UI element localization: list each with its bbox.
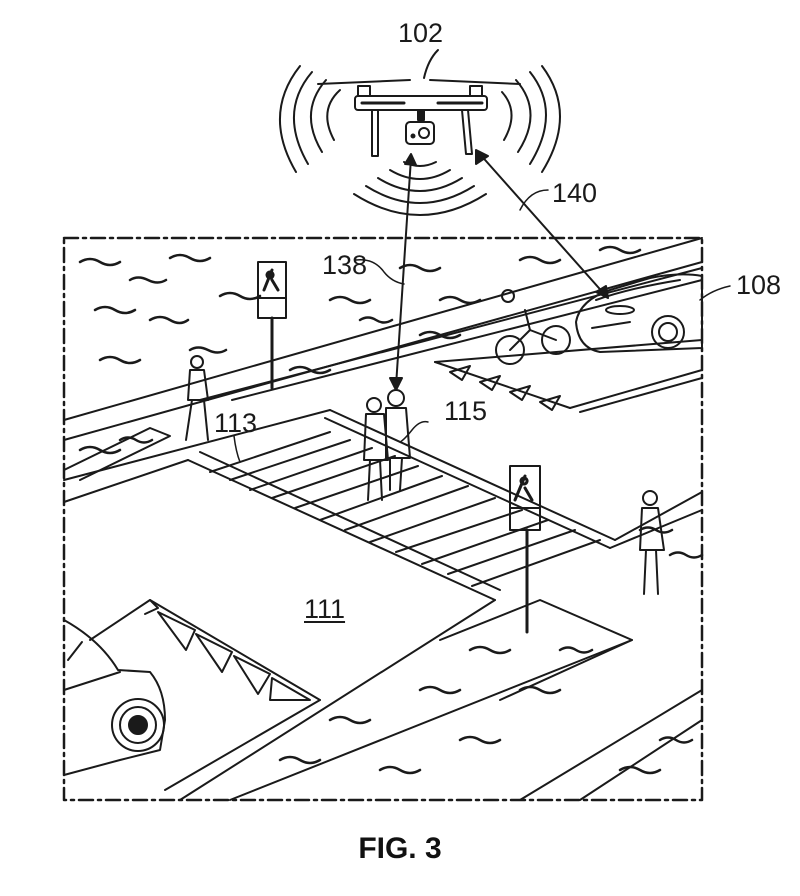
communication-link-138: [390, 154, 416, 390]
crosswalk-sign-right: [510, 466, 540, 632]
scene-boundary: [64, 238, 702, 800]
road-edges: [64, 340, 702, 800]
leader-lines: [234, 190, 730, 462]
vehicle-far: [576, 274, 702, 352]
pedestrian-right: [640, 491, 664, 594]
label-link-138: 138: [322, 250, 368, 280]
yield-markings-near: [90, 600, 320, 790]
grass-patches: [80, 247, 702, 773]
far-sidewalk: [64, 238, 702, 440]
vehicle-near: [64, 620, 165, 775]
crosswalk-stripes: [210, 432, 600, 586]
pedestrian-left: [186, 356, 208, 440]
cyclist: [496, 290, 570, 364]
label-pedestrians: 115: [444, 396, 488, 426]
drone: [318, 50, 520, 156]
crosswalk-sign-left: [258, 262, 286, 388]
median-patch: [64, 428, 170, 480]
planter-near: [440, 600, 632, 700]
signal-waves: [280, 66, 560, 215]
label-crosswalk: 113: [214, 408, 258, 438]
label-roadway: 111: [304, 594, 346, 624]
pedestrian-group: [364, 390, 410, 500]
figure-caption: FIG. 3: [358, 832, 442, 865]
communication-link-140: [476, 150, 608, 298]
label-vehicle: 108: [736, 270, 782, 300]
label-link-140: 140: [552, 178, 598, 208]
label-drone: 102: [398, 18, 444, 48]
yield-markings-far: [450, 366, 560, 410]
